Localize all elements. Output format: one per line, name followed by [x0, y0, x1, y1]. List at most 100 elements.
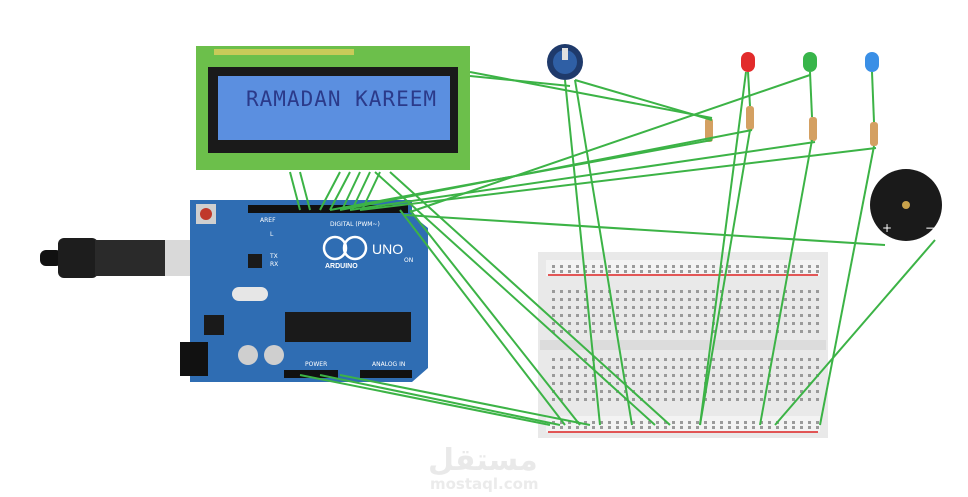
- breadboard-hole: [552, 374, 555, 377]
- breadboard-hole: [648, 374, 651, 377]
- breadboard-hole: [648, 290, 651, 293]
- breadboard-hole: [800, 314, 803, 317]
- breadboard-hole: [744, 322, 747, 325]
- breadboard-hole: [696, 426, 699, 429]
- power-jack: [180, 342, 208, 376]
- breadboard-hole: [624, 298, 627, 301]
- breadboard-hole: [640, 374, 643, 377]
- breadboard-hole: [808, 322, 811, 325]
- breadboard-hole: [752, 390, 755, 393]
- breadboard-hole: [576, 398, 579, 401]
- breadboard-hole: [648, 398, 651, 401]
- breadboard-hole: [728, 270, 731, 273]
- breadboard-hole: [664, 421, 667, 424]
- breadboard-hole: [776, 265, 779, 268]
- breadboard-hole: [688, 330, 691, 333]
- breadboard-hole: [640, 390, 643, 393]
- breadboard-hole: [808, 306, 811, 309]
- breadboard-hole: [632, 358, 635, 361]
- breadboard-hole: [792, 298, 795, 301]
- breadboard-hole: [640, 366, 643, 369]
- breadboard-hole: [736, 298, 739, 301]
- breadboard-hole: [592, 398, 595, 401]
- breadboard-hole: [760, 322, 763, 325]
- breadboard-hole: [632, 322, 635, 325]
- breadboard-hole: [680, 330, 683, 333]
- breadboard-hole: [576, 270, 579, 273]
- breadboard-hole: [800, 366, 803, 369]
- breadboard-hole: [776, 366, 779, 369]
- atmega-chip: [285, 312, 411, 342]
- breadboard-hole: [640, 306, 643, 309]
- breadboard-hole: [792, 382, 795, 385]
- breadboard-hole: [744, 421, 747, 424]
- breadboard-hole: [680, 265, 683, 268]
- breadboard-hole: [688, 426, 691, 429]
- breadboard-hole: [624, 322, 627, 325]
- breadboard-hole: [792, 314, 795, 317]
- breadboard-hole: [696, 421, 699, 424]
- breadboard-hole: [576, 382, 579, 385]
- breadboard-hole: [600, 314, 603, 317]
- breadboard-hole: [592, 390, 595, 393]
- resistor-1: [705, 118, 713, 142]
- breadboard-hole: [784, 366, 787, 369]
- breadboard-hole: [656, 314, 659, 317]
- breadboard-hole: [568, 366, 571, 369]
- breadboard-hole: [568, 298, 571, 301]
- breadboard-hole: [672, 358, 675, 361]
- breadboard-hole: [816, 298, 819, 301]
- breadboard-hole: [688, 265, 691, 268]
- breadboard-hole: [784, 382, 787, 385]
- analog-header: [360, 370, 412, 378]
- breadboard-hole: [632, 382, 635, 385]
- breadboard-hole: [712, 358, 715, 361]
- breadboard-hole: [656, 382, 659, 385]
- breadboard-hole: [792, 270, 795, 273]
- potentiometer[interactable]: [547, 44, 583, 80]
- breadboard-hole: [768, 314, 771, 317]
- breadboard-hole: [752, 322, 755, 325]
- watermark-arabic: مستقل: [428, 443, 538, 478]
- breadboard-hole: [632, 421, 635, 424]
- breadboard-hole: [720, 270, 723, 273]
- resistor-3: [809, 117, 817, 141]
- breadboard-hole: [744, 330, 747, 333]
- breadboard-hole: [808, 330, 811, 333]
- wire: [819, 145, 875, 426]
- breadboard-hole: [744, 290, 747, 293]
- breadboard-hole: [608, 322, 611, 325]
- breadboard-hole: [568, 421, 571, 424]
- breadboard-hole: [768, 421, 771, 424]
- breadboard-hole: [768, 382, 771, 385]
- arduino-logo-text: ARDUINO: [325, 263, 358, 270]
- breadboard-hole: [696, 265, 699, 268]
- breadboard-hole: [808, 358, 811, 361]
- breadboard-hole: [696, 270, 699, 273]
- breadboard-hole: [704, 270, 707, 273]
- breadboard-hole: [784, 398, 787, 401]
- breadboard-hole: [600, 306, 603, 309]
- breadboard-hole: [752, 330, 755, 333]
- breadboard-hole: [696, 358, 699, 361]
- breadboard-hole: [776, 398, 779, 401]
- breadboard-hole: [576, 298, 579, 301]
- breadboard-hole: [640, 270, 643, 273]
- breadboard-hole: [776, 358, 779, 361]
- breadboard-hole: [768, 290, 771, 293]
- breadboard-hole: [696, 374, 699, 377]
- breadboard-hole: [720, 306, 723, 309]
- breadboard-hole: [560, 374, 563, 377]
- breadboard-hole: [816, 322, 819, 325]
- reset-button[interactable]: [200, 208, 212, 220]
- breadboard-hole: [736, 421, 739, 424]
- breadboard-hole: [768, 298, 771, 301]
- breadboard-hole: [680, 382, 683, 385]
- breadboard-hole: [592, 306, 595, 309]
- breadboard-hole: [656, 290, 659, 293]
- breadboard-hole: [584, 374, 587, 377]
- breadboard-hole: [792, 330, 795, 333]
- breadboard-hole: [672, 306, 675, 309]
- breadboard-hole: [560, 290, 563, 293]
- breadboard-hole: [752, 290, 755, 293]
